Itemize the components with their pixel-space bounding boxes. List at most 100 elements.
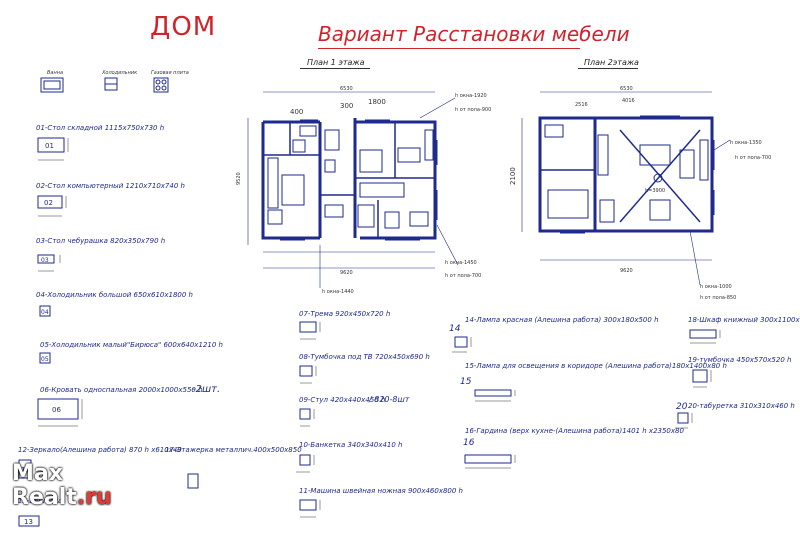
item-11-sketch [299, 499, 317, 511]
f1-total-width: 6530 [340, 86, 353, 92]
item-18-text: 18-Шкаф книжный 300х1100х1850 [688, 316, 800, 324]
item-14-code: 14 [449, 324, 461, 334]
item-19-sketch [692, 369, 708, 383]
legend-stove-label: Газовая плита [151, 70, 189, 76]
watermark-realt: Realt [12, 485, 77, 510]
left-item-codes: 01 02 03 04 05 06 12 13 [21, 142, 61, 526]
item-02-text: 02-Стол компьютерный 1210х710х740 h [36, 182, 185, 190]
item-06-sketch [37, 398, 79, 420]
legend-symbols [40, 77, 169, 93]
f1-h-floor1: h от пола-900 [455, 107, 491, 113]
f2-bottom-width: 9620 [620, 268, 633, 274]
watermark-ru: .ru [76, 485, 112, 510]
floor1-label-underline [300, 68, 370, 69]
page-subtitle: Вариант Расстановки мебели [318, 22, 630, 46]
svg-text:06: 06 [52, 406, 61, 414]
item-05-text: 05-Холодильник малый"Бирюса" 600х640х121… [40, 341, 223, 349]
item-10-text: 10-Банкетка 340х340х410 h [299, 441, 403, 449]
item-07-sketch [299, 321, 317, 333]
item-16-sketch [464, 454, 512, 464]
item-15-code: 15 [460, 377, 472, 387]
item-04-sketch [39, 305, 51, 317]
item-03-text: 03-Стол чебурашка 820х350х790 h [36, 237, 166, 245]
watermark-logo: Max Realt.ru [12, 462, 112, 510]
right-item-sketches [454, 329, 717, 464]
item-15-sketch [474, 389, 512, 397]
right-item-dims [452, 330, 721, 469]
item-12-text: 12-Зеркало(Алешина работа) 870 h х610х40 [18, 446, 182, 454]
f2-h-window2: h окна-1000 [700, 284, 732, 290]
item-09-text: 09-Стул 420х440х450 h [299, 396, 386, 404]
item-17-sketch [187, 473, 199, 489]
watermark-line1: Max [12, 461, 63, 486]
item-04-text: 04-Холодильник большой 650х610х1800 h [36, 291, 193, 299]
floor1-label: План 1 этажа [307, 58, 365, 67]
bed-extra-text: -2шт. [192, 384, 221, 395]
f1-d300: 300 [340, 102, 353, 110]
item-17-text: 17-Этажерка металлич.400х500х850 [165, 446, 302, 454]
item-16-code: 16 [463, 438, 475, 448]
item-06-text: 06-Кровать односпальная 2000х1000х550 h [40, 386, 203, 394]
mid-item-sketches [299, 321, 317, 511]
f2-d4016: 4016 [622, 98, 635, 104]
item-19-text: 19-тумбочка 450х570х520 h [688, 356, 792, 364]
svg-text:03: 03 [41, 257, 49, 264]
item-20-code: 20 [676, 402, 688, 412]
mid-item-dims [296, 322, 321, 518]
floor1-plan: 6530 9520 400 300 1800 9620 h окна-1920 … [236, 86, 491, 295]
item-13-sketch [18, 515, 40, 527]
svg-text:02: 02 [44, 199, 53, 207]
f1-h-window2: h окна-1450 [445, 260, 477, 266]
item-12-sketch [18, 459, 32, 479]
left-item-dims [38, 138, 83, 427]
svg-text:05: 05 [41, 356, 49, 363]
f1-h-window1: h окна-1920 [455, 93, 487, 99]
item-07-text: 07-Трема 920х450х720 h [299, 310, 391, 318]
subtitle-underline [318, 48, 580, 49]
item-01-sketch [37, 137, 65, 153]
item-08-sketch [299, 365, 313, 377]
watermark-line2: Realt.ru [12, 486, 112, 510]
floor2-label: План 2этажа [584, 58, 639, 67]
f1-bottom-width: 9620 [340, 270, 353, 276]
f2-left-height: 2100 [509, 167, 517, 185]
f1-left-height: 9520 [236, 172, 242, 185]
floor2-dim-texts: 6530 2100 4016 2516 9620 h окна-1350 h о… [509, 86, 771, 301]
item-08-text: 08-Тумбочка под ТВ 720х450х690 h [299, 353, 430, 361]
legend-bath-label: Ванна [47, 70, 64, 76]
item-18-sketch [689, 329, 717, 339]
f2-h-floor2: h от пола-850 [700, 295, 736, 301]
svg-text:01: 01 [45, 142, 54, 150]
f1-h-window3: h окна-1440 [322, 289, 354, 295]
item-09-sketch [299, 408, 311, 420]
legend-fridge-label: Холодильник [102, 70, 138, 76]
item-14-text: 14-Лампа красная (Алешина работа) 300х18… [465, 316, 659, 324]
item-05-sketch [39, 352, 51, 364]
floor2-label-underline [578, 68, 638, 69]
item-15-text: 15-Лампа для освещения в коридоре (Алеши… [465, 362, 727, 370]
stool-extra-text: / 820-8шт [369, 395, 410, 404]
svg-text:13: 13 [24, 518, 33, 526]
item-11-text: 11-Машина швейная ножная 900х460х800 h [299, 487, 463, 495]
svg-text:04: 04 [41, 309, 49, 316]
item-16-text: 16-Гардина (верх кухне-(Алешина работа)1… [465, 427, 684, 435]
left-item-sketches [18, 137, 199, 527]
bath-icon [40, 77, 64, 93]
item-01-text: 01-Стол складной 1115х750х730 h [36, 124, 165, 132]
floor2-plan: 6530 2100 4016 2516 9620 h окна-1350 h о… [509, 86, 771, 301]
f1-d400: 400 [290, 108, 303, 116]
stove-icon [153, 77, 169, 93]
item-14-sketch [454, 336, 468, 348]
f2-total-width: 6530 [620, 86, 633, 92]
item-13-text: 13-Вешалка [18, 497, 63, 505]
item-10-sketch [299, 454, 311, 466]
item-03-sketch [37, 254, 55, 264]
f1-h-floor2: h от пола-700 [445, 273, 481, 279]
item-20-text: 20-табуретка 310х310х460 h [688, 402, 795, 410]
f2-d2516: 2516 [575, 102, 588, 108]
f1-d1800: 1800 [368, 98, 386, 106]
item-02-sketch [37, 195, 63, 209]
item-20-sketch [677, 412, 689, 424]
page-title: ДОМ [150, 12, 217, 42]
